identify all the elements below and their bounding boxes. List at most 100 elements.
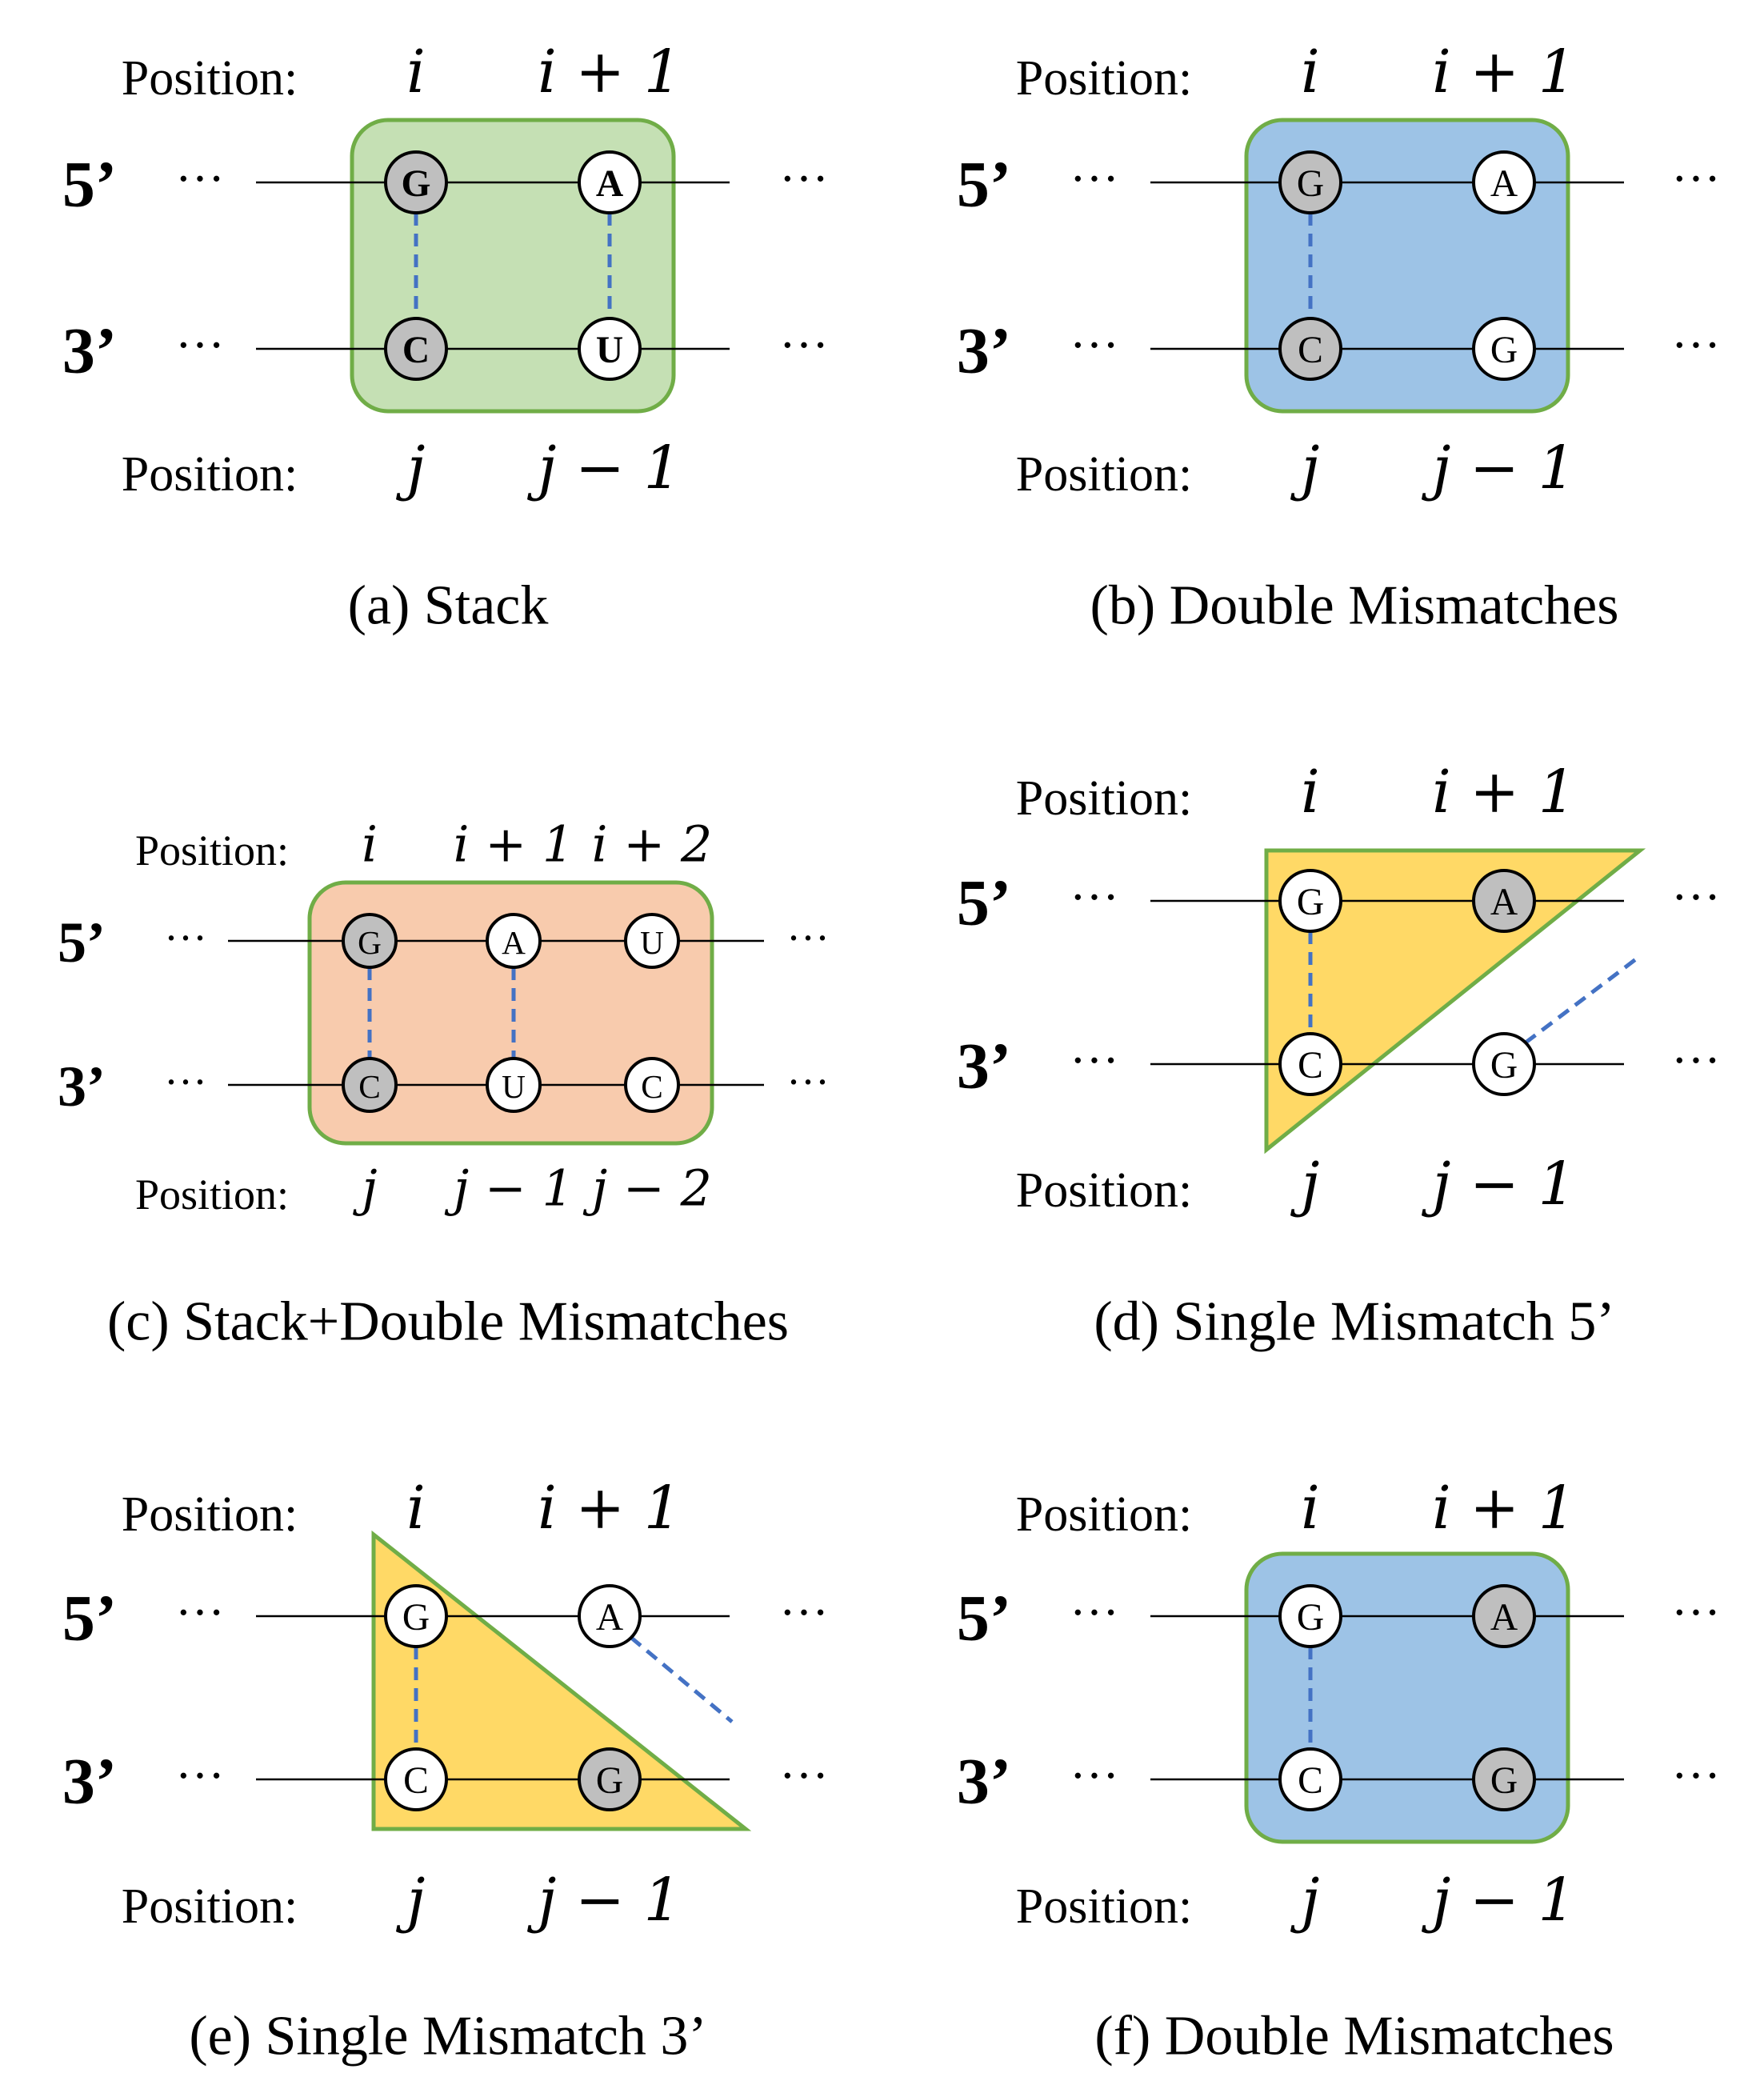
nucleotide-circle: [1472, 1584, 1536, 1648]
nucleotide-label: U: [502, 1068, 526, 1105]
position-label-bottom: Position:: [122, 447, 298, 502]
position-label-top: Position:: [122, 51, 298, 106]
ellipsis: ···: [164, 914, 207, 962]
nucleotide-circle: [1472, 150, 1536, 214]
position-index-top: i: [406, 1474, 426, 1543]
nucleotide-circle: [1472, 1032, 1536, 1096]
position-label-bottom: Position:: [135, 1171, 289, 1219]
panel-caption: (c) Stack+Double Mismatches: [107, 1291, 789, 1353]
nucleotide-label: A: [596, 163, 623, 205]
ellipsis: ···: [1070, 1586, 1119, 1640]
position-index-top: i: [362, 815, 378, 874]
dangling-pair-line: [1524, 954, 1642, 1045]
position-label-top: Position:: [1016, 51, 1193, 106]
position-index-top: i + 1: [1432, 1474, 1576, 1543]
strand-3-label: 3’: [957, 1745, 1011, 1818]
strand-5-label: 5’: [62, 148, 117, 221]
ellipsis: ···: [786, 914, 830, 962]
ellipsis: ···: [175, 152, 225, 206]
position-index-bottom: j: [396, 434, 426, 502]
position-index-bottom: j: [396, 1866, 426, 1935]
strand-3-label: 3’: [62, 1745, 117, 1818]
ellipsis: ···: [175, 1749, 225, 1803]
nucleotide-label: A: [1490, 163, 1518, 205]
position-index-top: i + 1: [454, 815, 574, 874]
nucleotide-label: A: [502, 924, 526, 961]
nucleotide-circle: [1472, 1747, 1536, 1811]
ellipsis: ···: [1671, 1749, 1721, 1803]
ellipsis: ···: [175, 1586, 225, 1640]
panel-caption: (e) Single Mismatch 3’: [189, 2006, 706, 2067]
ellipsis: ···: [1671, 870, 1721, 925]
nucleotide-label: A: [596, 1597, 623, 1639]
strand-5-label: 5’: [957, 866, 1011, 939]
nucleotide-label: G: [402, 1597, 430, 1639]
nucleotide-label: U: [640, 924, 664, 961]
nucleotide-circle: [578, 150, 642, 214]
nucleotide-label: G: [1297, 1597, 1324, 1639]
position-index-bottom: j: [1290, 1866, 1320, 1935]
position-label-bottom: Position:: [122, 1879, 298, 1934]
nucleotide-circle: [486, 1057, 542, 1113]
strand-3-label: 3’: [957, 1030, 1011, 1103]
position-index-bottom: j − 1: [1421, 1866, 1575, 1935]
position-index-top: i + 1: [1432, 38, 1576, 106]
nucleotide-circle: [578, 1584, 642, 1648]
group-box: [307, 880, 714, 1146]
nucleotide-circle: [384, 1584, 448, 1648]
position-label-bottom: Position:: [1016, 447, 1193, 502]
nucleotide-circle: [384, 317, 448, 381]
nucleotide-label: G: [596, 1760, 623, 1802]
position-index-bottom: j − 1: [444, 1159, 574, 1218]
nucleotide-circle: [342, 913, 398, 969]
position-label-bottom: Position:: [1016, 1879, 1193, 1934]
strand-5-label: 5’: [62, 1582, 117, 1655]
nucleotide-label: G: [1490, 1760, 1518, 1802]
ellipsis: ···: [779, 152, 829, 206]
position-label-top: Position:: [122, 1487, 298, 1542]
position-index-top: i: [1301, 38, 1320, 106]
panel-caption: (a) Stack: [348, 575, 549, 637]
nucleotide-label: G: [1297, 882, 1324, 923]
strand-5-label: 5’: [957, 1582, 1011, 1655]
position-index-bottom: j: [1290, 1150, 1320, 1219]
ellipsis: ···: [1070, 318, 1119, 373]
nucleotide-circle: [1472, 869, 1536, 933]
ellipsis: ···: [1070, 870, 1119, 925]
nucleotide-circle: [578, 317, 642, 381]
nucleotide-label: G: [402, 163, 431, 205]
ellipsis: ···: [164, 1058, 207, 1106]
position-label-bottom: Position:: [1016, 1163, 1193, 1218]
nucleotide-circle: [1278, 1747, 1342, 1811]
strand-5-label: 5’: [957, 148, 1011, 221]
strand-3-label: 3’: [957, 314, 1011, 387]
nucleotide-label: U: [596, 330, 623, 371]
position-index-bottom: j − 1: [526, 434, 681, 502]
ellipsis: ···: [1070, 1034, 1119, 1088]
position-index-top: i: [406, 38, 426, 106]
ellipsis: ···: [786, 1058, 830, 1106]
group-triangle: [1264, 848, 1646, 1155]
nucleotide-label: A: [1490, 882, 1518, 923]
group-triangle: [371, 1530, 752, 1831]
ellipsis: ···: [175, 318, 225, 373]
ellipsis: ···: [1671, 152, 1721, 206]
nucleotide-label: A: [1490, 1597, 1518, 1639]
ellipsis: ···: [779, 318, 829, 373]
ellipsis: ···: [779, 1749, 829, 1803]
nucleotide-circle: [1278, 317, 1342, 381]
position-index-bottom: j − 2: [582, 1159, 712, 1218]
ellipsis: ···: [1671, 1034, 1721, 1088]
position-index-bottom: j − 1: [526, 1866, 681, 1935]
ellipsis: ···: [779, 1586, 829, 1640]
nucleotide-label: C: [402, 330, 430, 371]
ellipsis: ···: [1671, 1586, 1721, 1640]
nucleotide-label: C: [358, 1068, 381, 1105]
